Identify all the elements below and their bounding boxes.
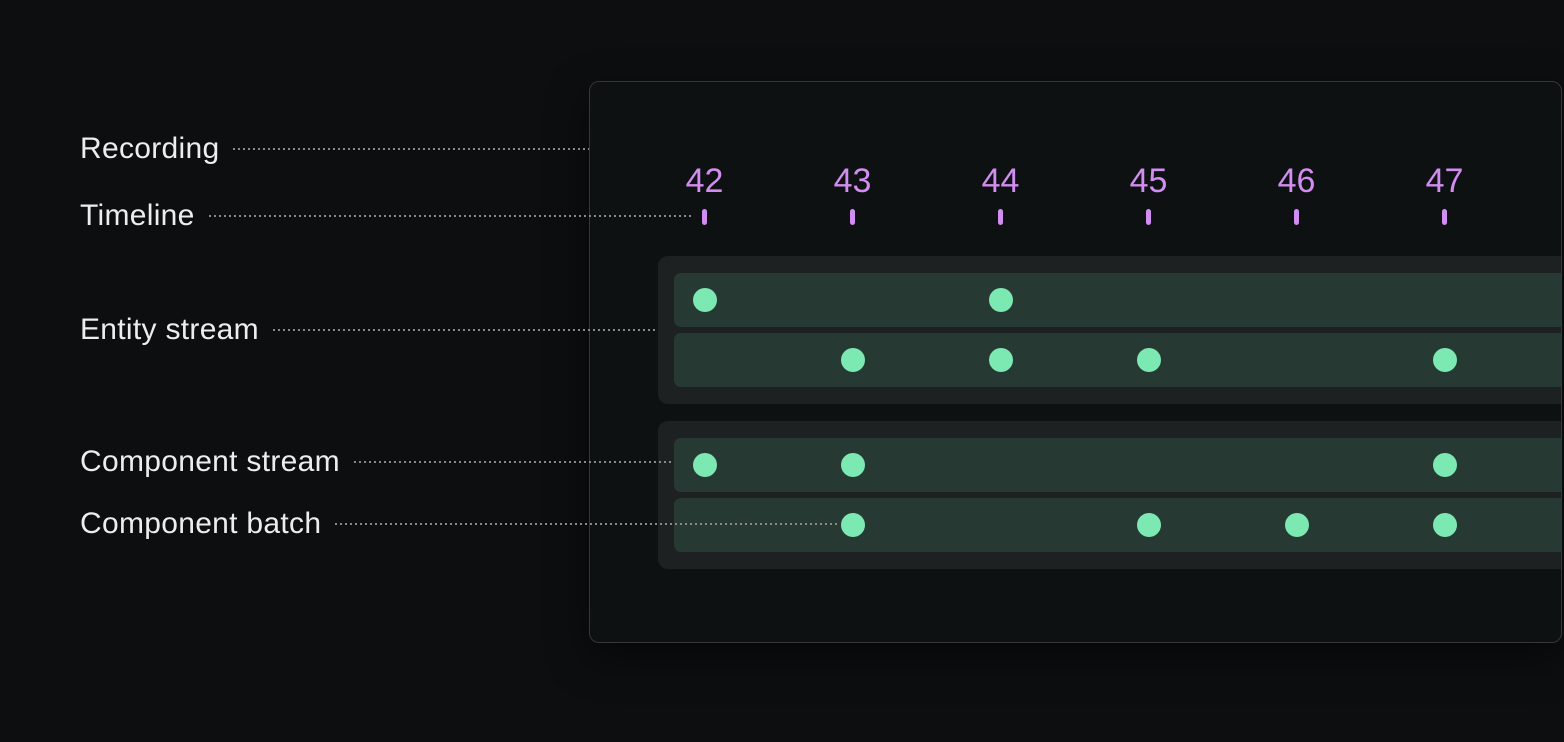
- annotation-entity-stream-label: Entity stream: [80, 313, 259, 346]
- component-batch-dot: [988, 348, 1013, 372]
- entity-stream-group: [658, 256, 1561, 404]
- timeline-tick-label: 47: [1425, 162, 1464, 200]
- leader-line-timeline: [208, 215, 694, 217]
- leader-line-component-batch: [335, 523, 838, 525]
- timeline-tick-label: 44: [981, 162, 1020, 200]
- entity-stream-group: [658, 421, 1561, 569]
- recording-panel: 42 43 44 45 46 47: [589, 81, 1562, 643]
- annotation-component-batch: Component batch: [80, 506, 838, 542]
- annotation-entity-stream: Entity stream: [80, 312, 656, 348]
- component-batch-dot: [1136, 348, 1161, 372]
- timeline-tick-mark: [1146, 209, 1151, 225]
- annotation-component-stream: Component stream: [80, 444, 672, 480]
- annotation-component-stream-label: Component stream: [80, 445, 340, 478]
- timeline-tick: 42: [665, 163, 745, 225]
- annotation-component-batch-label: Component batch: [80, 507, 322, 540]
- timeline-tick-mark: [1442, 209, 1447, 225]
- component-batch-dot: [1284, 513, 1309, 537]
- timeline-tick-label: 45: [1129, 162, 1168, 200]
- component-batch-dot: [1432, 348, 1457, 372]
- timeline-tick: 46: [1257, 163, 1337, 225]
- component-batch-dot: [692, 453, 717, 477]
- component-batch-dot: [840, 513, 865, 537]
- component-stream-row: [674, 273, 1561, 327]
- leader-line-recording: [233, 148, 589, 150]
- component-stream-row: [674, 333, 1561, 387]
- timeline-tick: 45: [1109, 163, 1189, 225]
- annotation-recording-label: Recording: [80, 132, 220, 165]
- component-stream-row: [674, 498, 1561, 552]
- component-batch-dot: [1432, 513, 1457, 537]
- timeline-tick-label: 46: [1277, 162, 1316, 200]
- component-batch-dot: [1136, 513, 1161, 537]
- component-stream-row: [674, 438, 1561, 492]
- timeline-axis: 42 43 44 45 46 47: [590, 82, 1561, 642]
- leader-line-component-stream: [353, 461, 672, 463]
- timeline-tick-label: 43: [833, 162, 872, 200]
- component-batch-dot: [988, 288, 1013, 312]
- leader-line-entity-stream: [272, 329, 656, 331]
- timeline-tick-mark: [998, 209, 1003, 225]
- timeline-tick: 47: [1405, 163, 1485, 225]
- annotation-timeline: Timeline: [80, 198, 694, 234]
- component-batch-dot: [692, 288, 717, 312]
- timeline-tick-mark: [850, 209, 855, 225]
- component-batch-dot: [840, 453, 865, 477]
- component-batch-dot: [840, 348, 865, 372]
- timeline-tick-mark: [1294, 209, 1299, 225]
- timeline-tick: 43: [813, 163, 893, 225]
- timeline-tick-mark: [702, 209, 707, 225]
- annotation-recording: Recording: [80, 131, 589, 167]
- timeline-tick: 44: [961, 163, 1041, 225]
- annotation-timeline-label: Timeline: [80, 199, 195, 232]
- timeline-tick-label: 42: [685, 162, 724, 200]
- component-batch-dot: [1432, 453, 1457, 477]
